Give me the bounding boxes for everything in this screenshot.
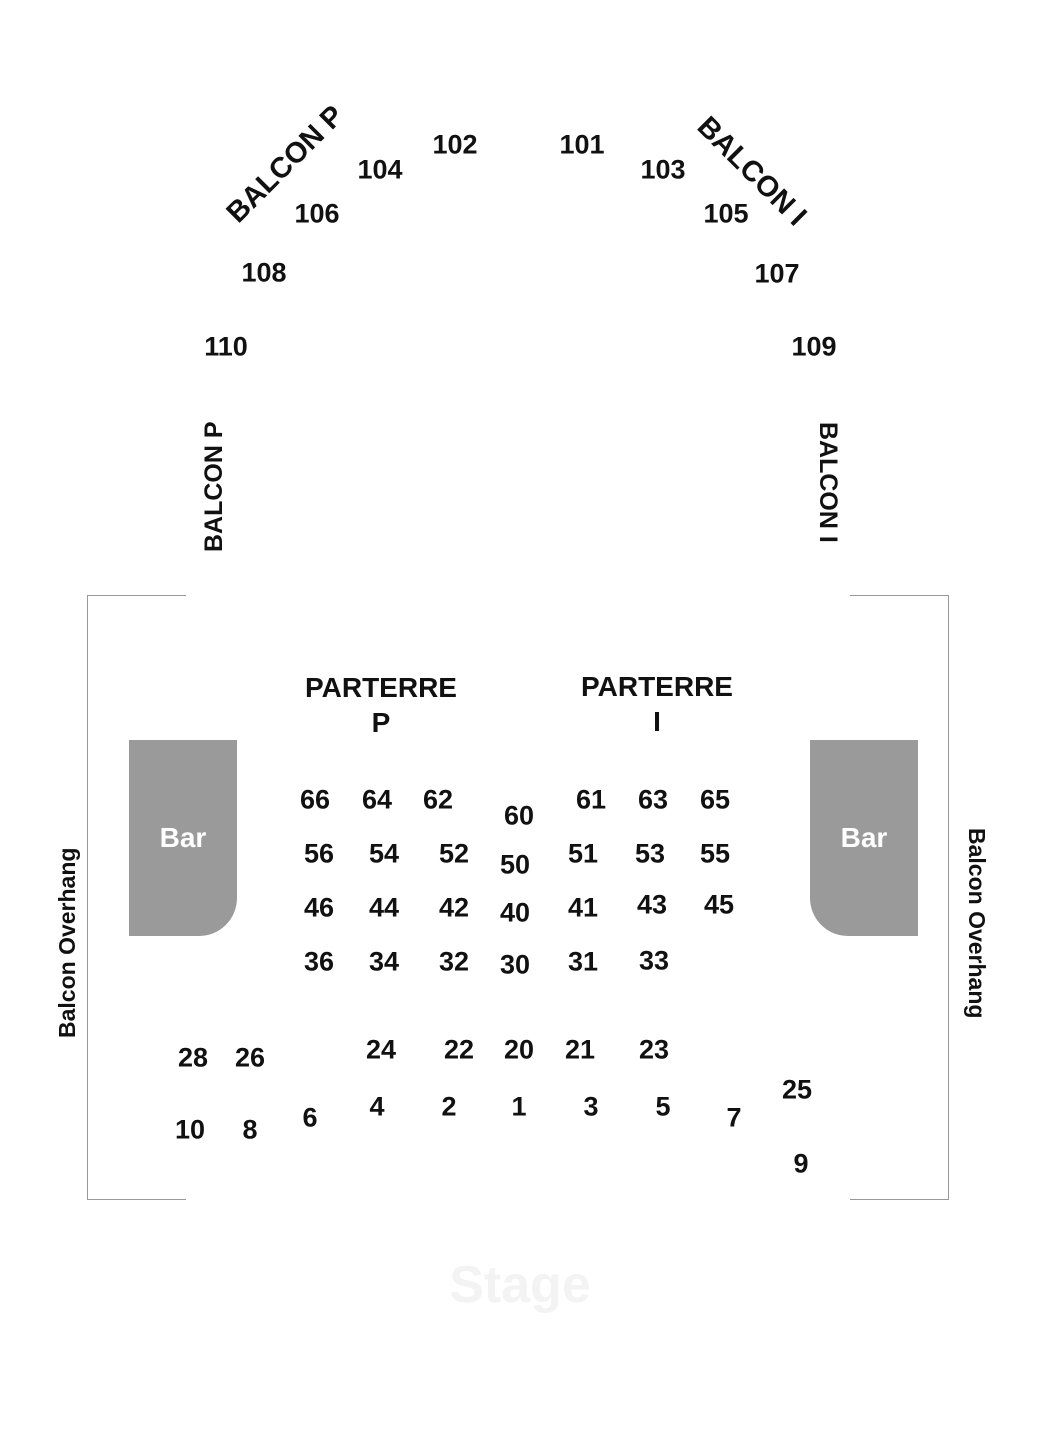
section-label-parterre-i: PARTERRE I [547,669,767,739]
seat-8[interactable]: 8 [242,1114,258,1145]
balcon-overhang-right: Balcon Overhang [964,828,990,1019]
seat-42[interactable]: 42 [438,892,470,923]
seat-63[interactable]: 63 [637,784,669,815]
seat-31[interactable]: 31 [567,946,599,977]
seat-9[interactable]: 9 [793,1148,809,1179]
bar-left-label: Bar [159,822,207,853]
seat-32[interactable]: 32 [438,946,470,977]
bar-right-label: Bar [840,822,888,853]
seat-60[interactable]: 60 [503,800,535,831]
seat-108[interactable]: 108 [241,257,287,288]
seat-1[interactable]: 1 [511,1091,527,1122]
balcon-overhang-left: Balcon Overhang [54,847,80,1038]
seat-24[interactable]: 24 [365,1034,397,1065]
seat-2[interactable]: 2 [441,1091,457,1122]
seat-62[interactable]: 62 [422,784,454,815]
seat-43[interactable]: 43 [636,889,668,920]
section-label-balcon-i-side: BALCON I [814,422,842,543]
seat-65[interactable]: 65 [699,784,731,815]
seat-55[interactable]: 55 [699,838,731,869]
seat-107[interactable]: 107 [754,258,800,289]
seat-34[interactable]: 34 [368,946,400,977]
seat-102[interactable]: 102 [432,129,478,160]
seat-28[interactable]: 28 [177,1042,209,1073]
seat-41[interactable]: 41 [567,892,599,923]
seat-22[interactable]: 22 [443,1034,475,1065]
bar-right: Bar [810,740,918,936]
floor-wall-right-top [850,595,949,596]
seat-110[interactable]: 110 [204,331,248,362]
bar-left: Bar [129,740,237,936]
seat-53[interactable]: 53 [634,838,666,869]
seat-30[interactable]: 30 [499,949,531,980]
seat-44[interactable]: 44 [368,892,400,923]
seat-61[interactable]: 61 [575,784,607,815]
parterre-i-line1: PARTERRE [581,671,733,702]
seat-52[interactable]: 52 [438,838,470,869]
seat-10[interactable]: 10 [174,1114,206,1145]
seat-7[interactable]: 7 [726,1102,742,1133]
seat-64[interactable]: 64 [361,784,393,815]
seat-23[interactable]: 23 [638,1034,670,1065]
parterre-i-line2: I [653,706,661,737]
seat-51[interactable]: 51 [567,838,599,869]
seat-3[interactable]: 3 [583,1091,599,1122]
seat-33[interactable]: 33 [638,945,670,976]
seat-101[interactable]: 101 [559,129,605,160]
seat-50[interactable]: 50 [499,849,531,880]
seat-6[interactable]: 6 [302,1102,318,1133]
seat-104[interactable]: 104 [357,154,403,185]
floor-wall-left-bottom [87,1199,186,1200]
floor-wall-right-bottom [850,1199,949,1200]
section-label-parterre-p: PARTERRE P [271,670,491,740]
parterre-p-line1: PARTERRE [305,672,457,703]
seat-25[interactable]: 25 [781,1074,813,1105]
seat-45[interactable]: 45 [703,889,735,920]
seat-40[interactable]: 40 [499,897,531,928]
floor-wall-left [87,595,88,1200]
seat-56[interactable]: 56 [303,838,335,869]
seat-109[interactable]: 109 [791,331,837,362]
seat-106[interactable]: 106 [294,198,340,229]
parterre-p-line2: P [371,707,391,738]
floor-wall-left-top [87,595,186,596]
seat-21[interactable]: 21 [564,1034,596,1065]
seat-20[interactable]: 20 [503,1034,535,1065]
seat-26[interactable]: 26 [234,1042,266,1073]
seat-54[interactable]: 54 [368,838,400,869]
seat-5[interactable]: 5 [655,1091,671,1122]
seat-4[interactable]: 4 [369,1091,385,1122]
seat-36[interactable]: 36 [303,946,335,977]
stage-label: Stage [449,1256,591,1314]
seat-105[interactable]: 105 [703,198,749,229]
seat-103[interactable]: 103 [640,154,686,185]
section-label-balcon-p-side: BALCON P [200,421,228,552]
floor-wall-right [948,595,949,1200]
seat-46[interactable]: 46 [303,892,335,923]
seat-66[interactable]: 66 [299,784,331,815]
